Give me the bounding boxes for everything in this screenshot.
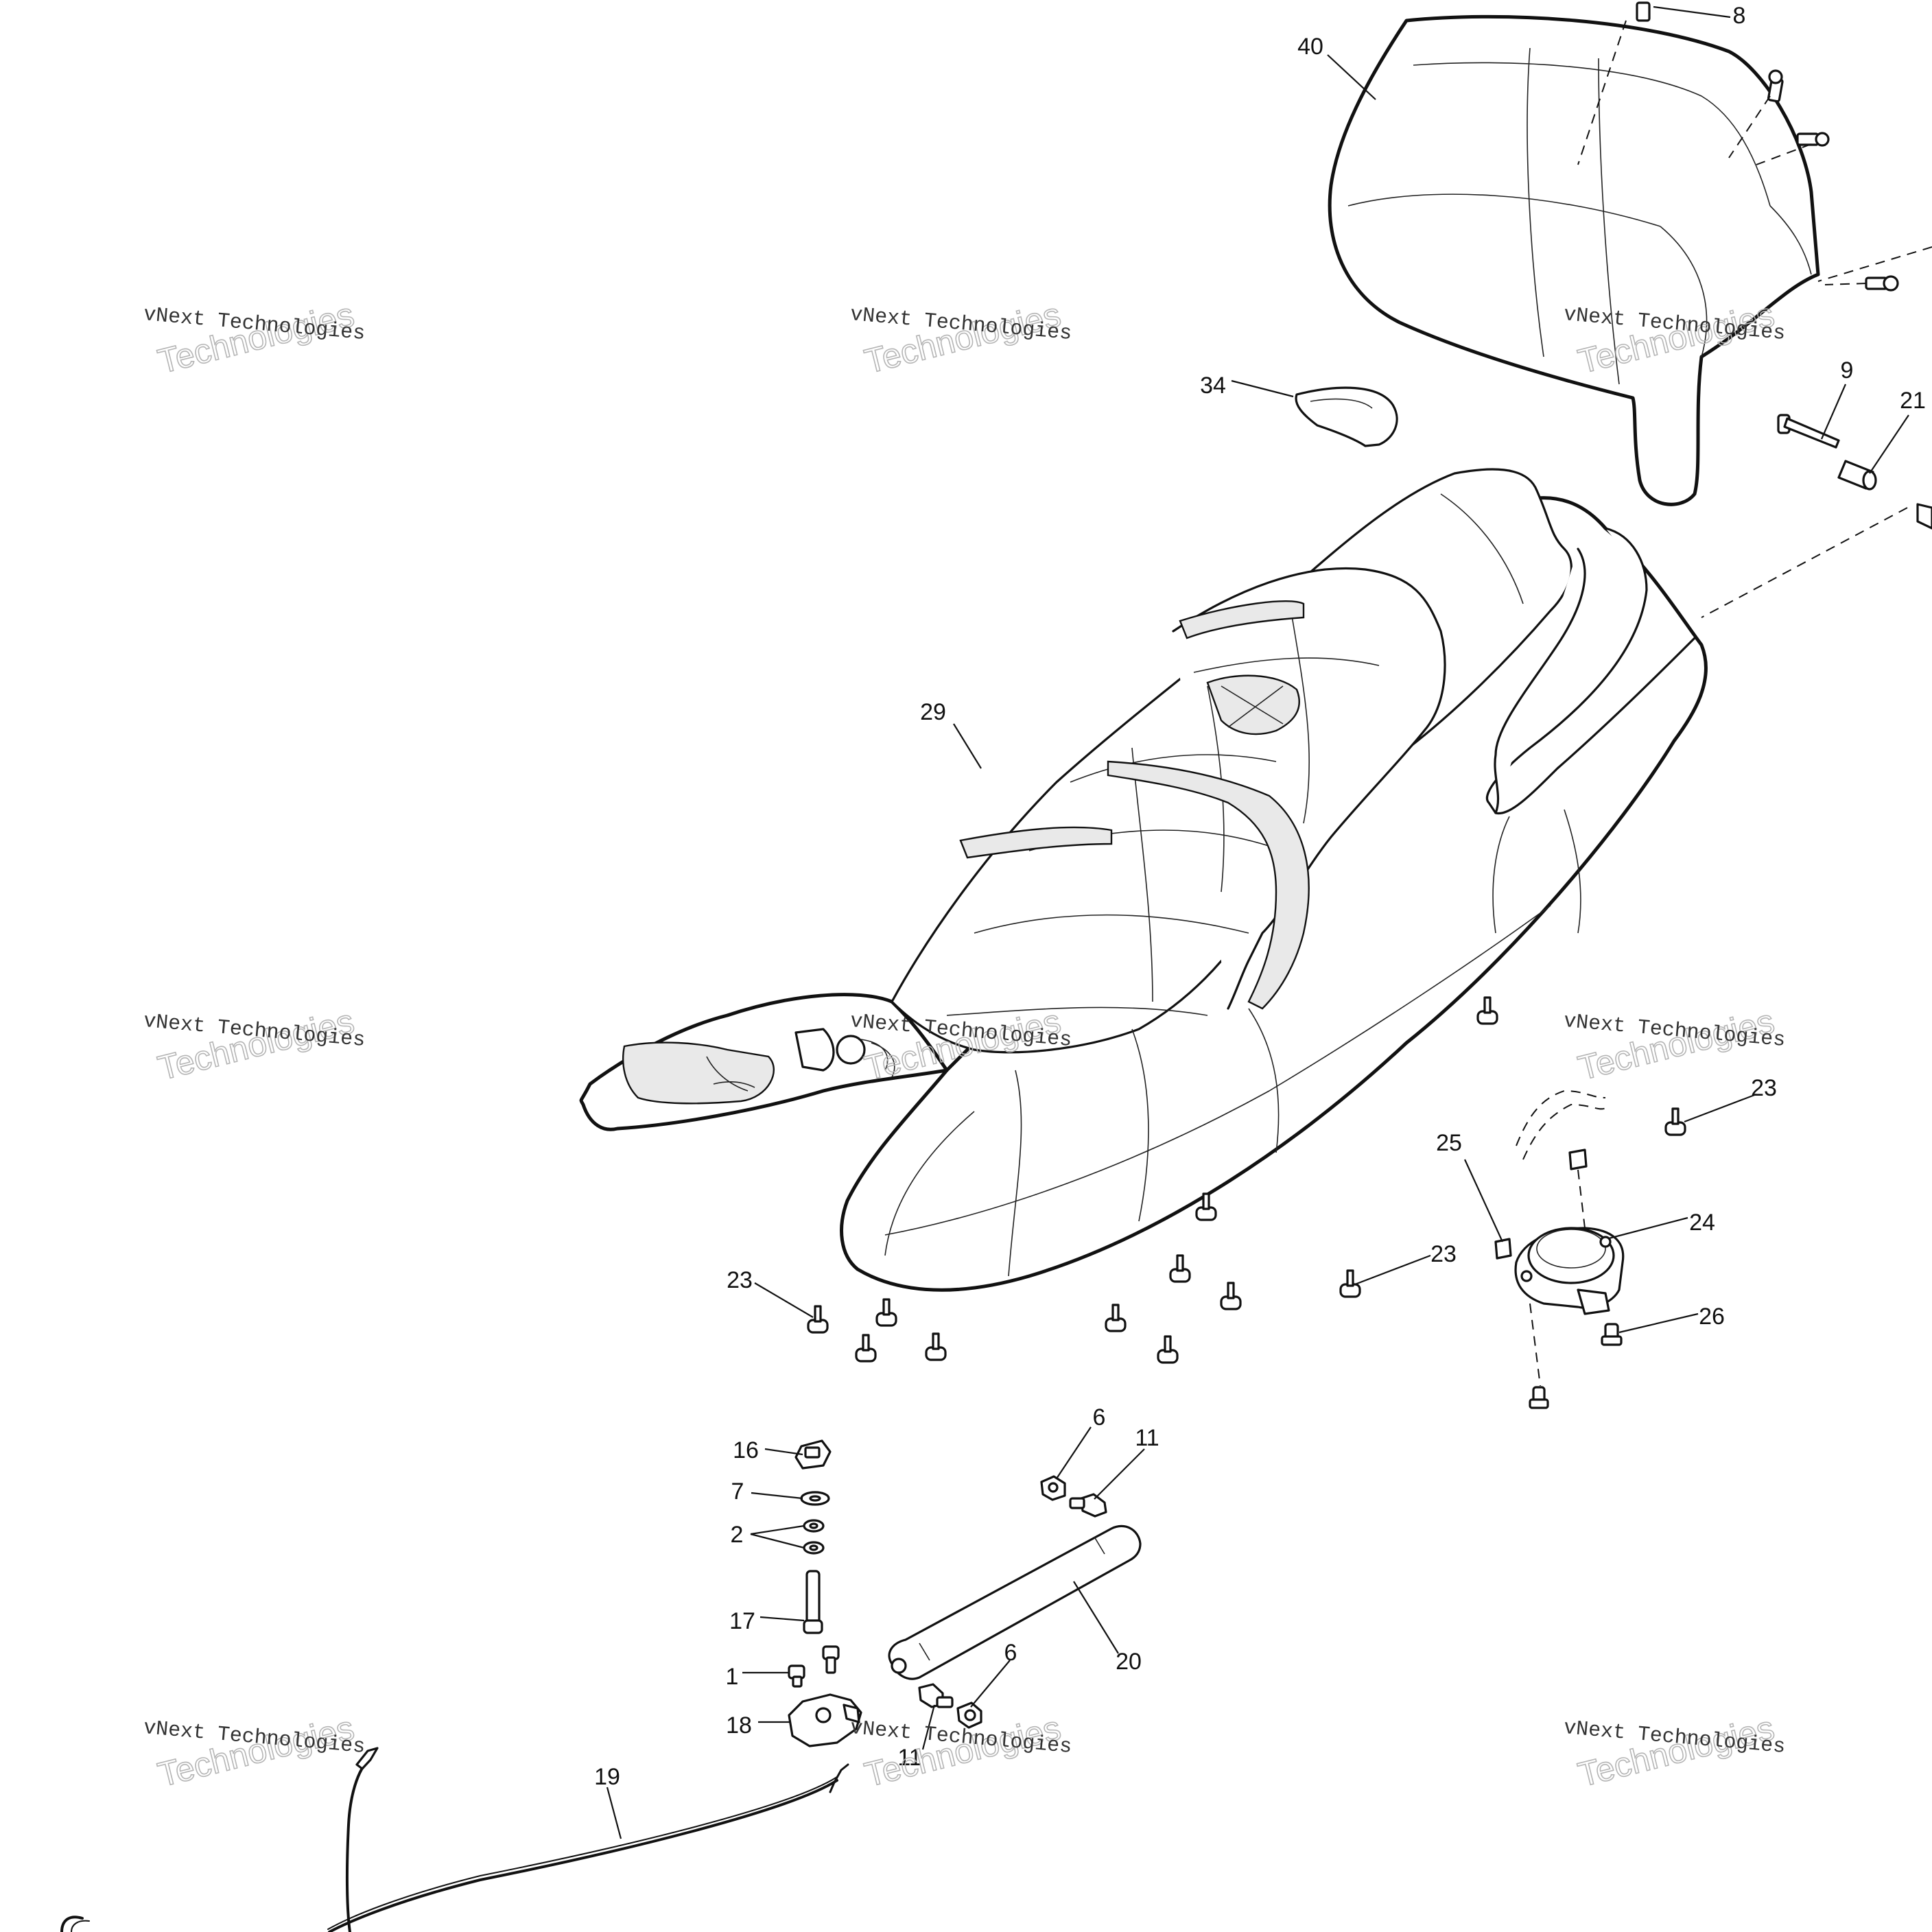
nut-icon — [1916, 503, 1932, 530]
screw-part-26[interactable] — [1529, 1323, 1623, 1409]
callout-18: 18 — [726, 1712, 752, 1739]
callout-29: 29 — [920, 699, 946, 725]
callout-21: 21 — [1900, 388, 1926, 414]
callout-34: 34 — [1200, 373, 1226, 399]
callout-23: 23 — [1751, 1075, 1777, 1101]
gas-strut-part-20[interactable] — [888, 1524, 1142, 1680]
callout-24: 24 — [1689, 1210, 1715, 1236]
bumper-part-23[interactable] — [807, 996, 1686, 1364]
clip-part-25[interactable] — [1494, 1148, 1588, 1260]
release-cable-part-19[interactable] — [60, 1747, 849, 1932]
callout-labels: 40 8 34 9 21 29 23 25 24 23 23 26 6 11 16 7 2 17 20 6 1 18 11 1… — [594, 3, 1926, 1790]
spacer-part-21[interactable] — [1837, 460, 1877, 491]
latch-part-24[interactable] — [1514, 1227, 1625, 1315]
ball-stud-part-11[interactable] — [918, 1493, 1107, 1708]
callout-23: 23 — [1430, 1241, 1457, 1267]
callout-25: 25 — [1436, 1130, 1462, 1156]
callout-40: 40 — [1297, 34, 1323, 60]
callout-2: 2 — [731, 1522, 744, 1548]
callout-1: 1 — [726, 1664, 739, 1690]
leader-lines — [606, 5, 1909, 1839]
stud-part-17[interactable] — [803, 1570, 823, 1634]
screw-part-8[interactable] — [1636, 1, 1651, 22]
backrest-part-40[interactable] — [1328, 14, 1820, 506]
nut-part-16[interactable] — [794, 1439, 832, 1470]
washer-part-7[interactable] — [800, 1491, 830, 1506]
callout-8: 8 — [1733, 3, 1746, 29]
callout-11: 11 — [1135, 1425, 1159, 1451]
callout-20: 20 — [1116, 1649, 1142, 1675]
callout-7: 7 — [731, 1479, 744, 1505]
callout-11: 11 — [897, 1745, 921, 1771]
callout-23: 23 — [727, 1267, 753, 1293]
nut-part-6[interactable] — [956, 1475, 1066, 1729]
seat-part-29[interactable] — [579, 468, 1708, 1292]
callout-16: 16 — [733, 1437, 759, 1463]
callout-9: 9 — [1841, 357, 1854, 384]
cover-part-34[interactable] — [1295, 386, 1398, 447]
callout-6: 6 — [1004, 1640, 1017, 1666]
callout-6: 6 — [1093, 1404, 1106, 1430]
latch-cable-dashed-icon — [1516, 1089, 1606, 1160]
washer-part-2[interactable] — [803, 1519, 825, 1555]
callout-26: 26 — [1699, 1304, 1725, 1330]
callout-17: 17 — [729, 1608, 755, 1634]
callout-19: 19 — [594, 1764, 620, 1790]
lock-plate-part-18[interactable] — [788, 1693, 862, 1747]
screw-part-1[interactable] — [788, 1645, 840, 1688]
bolt-part-9[interactable] — [1777, 414, 1840, 449]
